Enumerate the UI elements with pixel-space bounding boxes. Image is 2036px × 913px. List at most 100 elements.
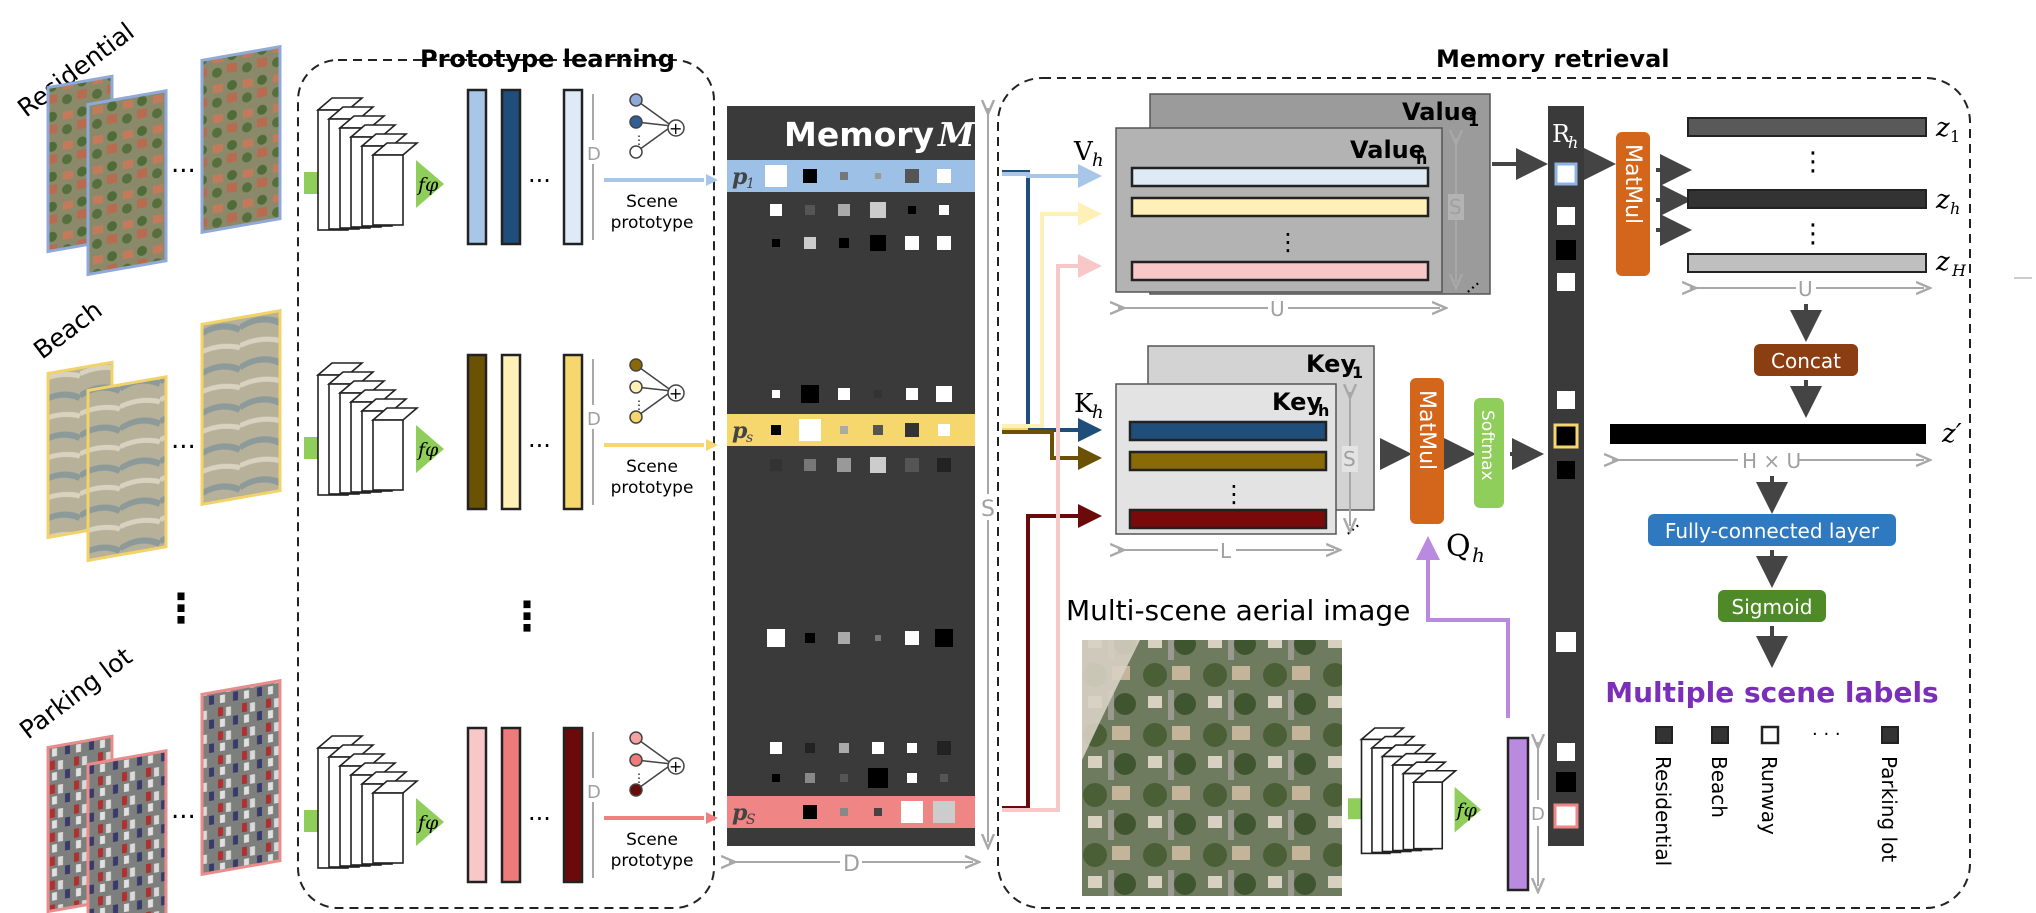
query-d-label: D (1531, 804, 1545, 825)
memory-title-symbol: M (937, 115, 976, 154)
agg-dots-residential: ⋮ (633, 133, 645, 147)
memory-cell-8-1 (805, 773, 815, 783)
memory-cell-7-4 (907, 743, 917, 753)
scene-label-beach: Beach (28, 295, 107, 365)
agg-sum-plus-parking: + (669, 757, 682, 776)
backbone-beach-input-arrow (304, 437, 320, 459)
agg-edge-3-beach (635, 390, 673, 418)
memory-cell-4-0 (771, 425, 781, 435)
memory-cell-0-1 (803, 169, 817, 183)
scene-beach: Beach ... (28, 295, 282, 563)
r-cell-8 (1557, 743, 1575, 761)
prototype-arrow-head-parking (706, 812, 718, 824)
memory-cell-6-3 (875, 635, 881, 641)
memory-cell-8-3 (868, 768, 888, 788)
memory-cell-9-3 (874, 808, 882, 816)
svg-text:h: h (1950, 199, 1960, 218)
memory-cell-3-4 (906, 388, 918, 400)
agg-node-3-residential (629, 145, 643, 159)
svg-text:Q: Q (1446, 529, 1471, 564)
memory-row-label-ps: p (732, 418, 748, 444)
feature-ellipsis-residential: ... (528, 160, 551, 188)
memory-cell-4-3 (873, 425, 883, 435)
sigmoid-box (1718, 590, 1826, 622)
memory-row-label-p1: p (732, 164, 748, 190)
backbone-query-input-arrow (1348, 798, 1364, 820)
memory-cell-2-5 (937, 236, 951, 250)
value-s-label: S (1449, 195, 1462, 219)
memory-cell-3-5 (936, 386, 952, 402)
memory-cell-6-5 (935, 629, 953, 647)
svg-text:z: z (1935, 185, 1950, 215)
memory-cell-0-0 (765, 165, 787, 187)
prototype-word-parking: prototype (611, 851, 694, 871)
backbone-residential-f-phi-arrow (416, 160, 444, 208)
agg-sum-plus-beach: + (669, 384, 682, 403)
value-row-2 (1130, 196, 1430, 218)
svg-text:K: K (1074, 389, 1094, 419)
memory-cell-1-4 (908, 206, 916, 214)
svg-text:h: h (1092, 150, 1104, 171)
agg-edge-3-residential (635, 125, 673, 153)
memory-cell-8-0 (772, 774, 780, 782)
backbone-residential-layer-5 (372, 154, 404, 226)
memory-cell-7-1 (805, 743, 815, 753)
feature-d-bg-beach (586, 405, 602, 429)
matmul-key-label: MatMul (1414, 390, 1439, 470)
key-s-label: S (1343, 447, 1356, 471)
query-to-matmul-arrow (1416, 536, 1510, 718)
backbone-beach-layer-5 (372, 419, 404, 491)
r-cell-5 (1553, 423, 1579, 449)
memory-cell-2-3 (870, 235, 886, 251)
memory-cell-7-2 (839, 743, 849, 753)
memory-cell-6-0 (767, 629, 785, 647)
memory-cell-9-1 (803, 805, 817, 819)
memory-cell-4-5 (938, 424, 950, 436)
memory-cell-1-1 (805, 205, 815, 215)
agg-node-3-parking (629, 783, 643, 797)
r-cell-0 (1554, 162, 1578, 186)
backbone-query-layer-5 (1412, 781, 1444, 850)
value-rows-ellipsis: ⋮ (1276, 228, 1300, 256)
z-prime-bar (1610, 424, 1926, 444)
agg-node-2-parking (629, 753, 643, 767)
memory-cell-4-4 (905, 423, 919, 437)
key-h-title: Key h (1272, 388, 1329, 420)
svg-text:h: h (1416, 149, 1427, 168)
memory-cell-2-4 (905, 236, 919, 250)
backbone-residential-f-phi-label: fφ (416, 174, 439, 196)
svg-text:1: 1 (1352, 363, 1363, 382)
svg-text:h: h (1472, 543, 1485, 567)
svg-text:h: h (1318, 401, 1329, 420)
r-cell-1 (1557, 207, 1575, 225)
memory-cell-4-1 (799, 419, 821, 441)
memory-cell-3-0 (772, 390, 780, 398)
z-ellipsis-1: ⋮ (1800, 147, 1826, 177)
legend-label-runway: Runway (1757, 756, 1781, 835)
backbone-beach-f-phi-label: fφ (416, 439, 439, 461)
agg-sum-plus-residential: + (669, 119, 682, 138)
memory-cell-5-1 (804, 459, 816, 471)
beach-image-2 (86, 374, 168, 563)
feature-bar-parking-1 (466, 726, 488, 884)
key-row-1 (1128, 420, 1328, 442)
residential-image-3 (200, 44, 282, 235)
feature-ellipsis-beach: ... (528, 425, 551, 453)
key-row-2 (1128, 450, 1328, 472)
memory-cell-5-5 (937, 458, 951, 472)
memory-row-label-pS: p (732, 800, 748, 826)
agg-sum-residential (667, 119, 685, 137)
agg-sum-parking (667, 757, 685, 775)
memory-cell-5-4 (905, 458, 919, 472)
memory-cell-9-2 (840, 808, 848, 816)
svg-text:z: z (1935, 247, 1950, 277)
memory-title-text: Memory (784, 115, 934, 154)
r-cell-6 (1557, 461, 1575, 479)
agg-node-2-residential (629, 115, 643, 129)
feature-d-label-residential: D (587, 144, 601, 165)
agg-edge-1-parking (635, 737, 673, 765)
matmul-key-box (1410, 378, 1444, 524)
scene-label-parking-lot: Parking lot (14, 642, 138, 745)
agg-node-3-beach (629, 410, 643, 424)
